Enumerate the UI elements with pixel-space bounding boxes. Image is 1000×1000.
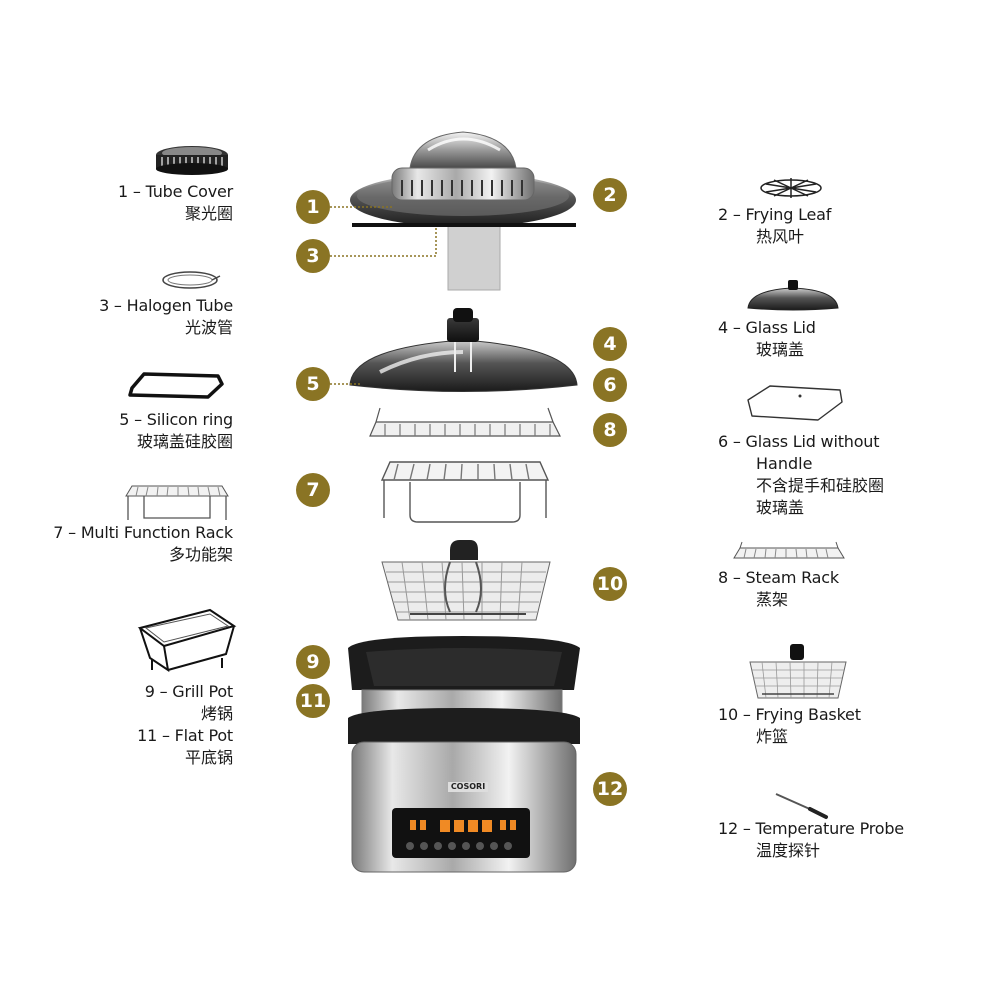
label-en: 3 – Halogen Tube (99, 296, 233, 315)
label-en: 6 – Glass Lid without (718, 432, 880, 451)
label-tube-cover: 1 – Tube Cover 聚光圈 (118, 181, 233, 225)
cooker-base (348, 708, 580, 873)
label-en-line2: Handle (756, 454, 813, 473)
label-en: 2 – Frying Leaf (718, 205, 832, 224)
label-zh: 蒸架 (756, 590, 789, 609)
label-glass-lid: 4 – Glass Lid 玻璃盖 (718, 317, 816, 361)
frying-basket-icon (749, 644, 847, 699)
glass-lid (349, 308, 578, 392)
label-frying-leaf: 2 – Frying Leaf 热风叶 (718, 204, 831, 248)
halogen-head (350, 131, 576, 291)
label-zh: 聚光圈 (184, 204, 233, 223)
tube-cover-icon (156, 146, 228, 175)
badge-1: 1 (296, 190, 330, 224)
label-zh: 炸篮 (756, 727, 789, 746)
label-frying-basket: 10 – Frying Basket 炸篮 (718, 704, 861, 748)
frying-leaf-icon (760, 178, 822, 198)
halogen-tube-icon (162, 271, 221, 289)
label-zh: 温度探针 (756, 841, 821, 860)
label-zh: 多功能架 (168, 545, 233, 564)
glass-lid-icon (747, 280, 839, 311)
badge-10: 10 (593, 567, 627, 601)
steam-rack-icon (733, 541, 845, 559)
label-zh-flat-pot: 平底锅 (184, 748, 233, 767)
temperature-probe-icon (775, 793, 828, 819)
label-zh: 玻璃盖硅胶圈 (136, 432, 233, 451)
badge-12: 12 (593, 772, 627, 806)
badge-7: 7 (296, 473, 330, 507)
glass-lid-without-handle-icon (747, 385, 843, 421)
label-glass-lid-without-handle: 6 – Glass Lid without Handle 不含提手和硅胶圈 玻璃… (718, 431, 884, 519)
badge-4: 4 (593, 327, 627, 361)
label-zh-line2: 玻璃盖 (756, 498, 805, 517)
label-en-flat-pot: 11 – Flat Pot (137, 726, 233, 745)
steam-rack (369, 407, 561, 437)
label-grill-pot: 9 – Grill Pot 烤锅 11 – Flat Pot 平底锅 (137, 681, 233, 769)
label-zh: 热风叶 (756, 227, 805, 246)
label-en: 8 – Steam Rack (718, 568, 839, 587)
label-en: 4 – Glass Lid (718, 318, 816, 337)
label-steam-rack: 8 – Steam Rack 蒸架 (718, 567, 839, 611)
multi-function-rack (380, 461, 550, 523)
badge-3: 3 (296, 239, 330, 273)
label-en: 5 – Silicon ring (119, 410, 233, 429)
label-halogen-tube: 3 – Halogen Tube 光波管 (99, 295, 233, 339)
label-silicon-ring: 5 – Silicon ring 玻璃盖硅胶圈 (119, 409, 233, 453)
badge-9: 9 (296, 645, 330, 679)
frying-basket (381, 540, 551, 621)
multi-function-rack-icon (125, 485, 229, 520)
label-zh: 玻璃盖 (756, 340, 805, 359)
label-temperature-probe: 12 – Temperature Probe 温度探针 (718, 818, 904, 862)
badge-5: 5 (296, 367, 330, 401)
leader-lines (330, 206, 437, 385)
brand-logo: COSORI (448, 782, 488, 792)
label-multi-function-rack: 7 – Multi Function Rack 多功能架 (53, 522, 233, 566)
label-en: 10 – Frying Basket (718, 705, 861, 724)
badge-11: 11 (296, 684, 330, 718)
grill-pot-icon (137, 608, 237, 673)
label-en: 9 – Grill Pot (144, 682, 233, 701)
label-en: 1 – Tube Cover (118, 182, 233, 201)
label-zh: 烤锅 (200, 704, 233, 723)
label-zh: 光波管 (184, 318, 233, 337)
label-en: 7 – Multi Function Rack (53, 523, 233, 542)
silicon-ring-icon (128, 372, 224, 399)
label-zh: 不含提手和硅胶圈 (756, 476, 885, 495)
badge-6: 6 (593, 368, 627, 402)
label-en: 12 – Temperature Probe (718, 819, 904, 838)
badge-2: 2 (593, 178, 627, 212)
badge-8: 8 (593, 413, 627, 447)
